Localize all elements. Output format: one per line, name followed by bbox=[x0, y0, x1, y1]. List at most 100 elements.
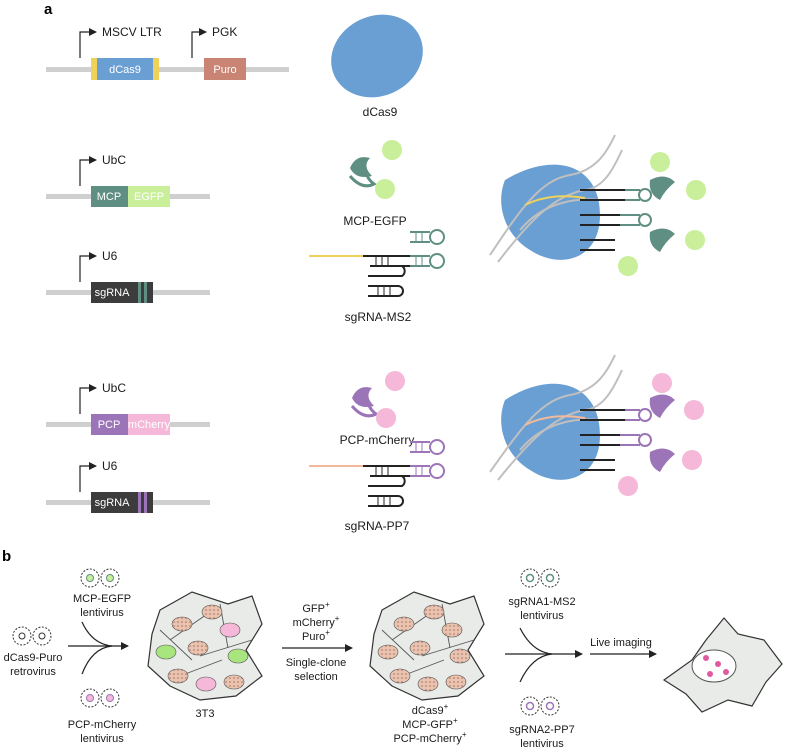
marker-puro-text: Puro bbox=[302, 631, 325, 643]
egfp-sphere bbox=[685, 230, 705, 250]
virus-dcas9-puro bbox=[12, 626, 52, 646]
cell-nucleus bbox=[219, 622, 241, 638]
egfp-box bbox=[128, 186, 170, 207]
egfp-box-label: EGFP bbox=[134, 191, 164, 203]
mcherry-sphere bbox=[684, 400, 704, 420]
sgrna-box bbox=[91, 492, 153, 513]
superscript: + bbox=[325, 628, 330, 637]
spacer-in-complex bbox=[524, 195, 586, 206]
cell-nucleus bbox=[187, 640, 209, 656]
cell-nucleus bbox=[417, 676, 439, 692]
scaffold-in-complex bbox=[580, 409, 625, 471]
virus-core-icon bbox=[86, 694, 94, 702]
dcas9-protein-label: dCas9 bbox=[363, 105, 398, 119]
marker-puro: Puro+ bbox=[302, 628, 330, 643]
construct-sgrna-ms2: sgRNA U6 bbox=[46, 249, 210, 303]
marker-gfp-text: GFP bbox=[302, 603, 325, 615]
virus-core-icon bbox=[525, 573, 535, 583]
cell-nucleus bbox=[223, 674, 245, 690]
cell-cluster-selected bbox=[369, 591, 485, 701]
pcp-bound bbox=[649, 394, 675, 418]
panel-a-label: a bbox=[44, 1, 53, 18]
puro-box bbox=[204, 58, 246, 80]
result-line-1: dCas9+ bbox=[412, 702, 449, 717]
virus-core-icon bbox=[38, 632, 46, 640]
construct-mcp-egfp: MCP EGFP UbC bbox=[46, 153, 210, 207]
mcherry-box-label: mCherry bbox=[128, 419, 171, 431]
cell-line-label: 3T3 bbox=[196, 708, 215, 720]
cell-nucleus bbox=[195, 676, 217, 692]
mcherry-sphere bbox=[682, 450, 702, 470]
result-line-3: PCP-mCherry+ bbox=[393, 730, 466, 745]
construct-dcas9: dCas9 Puro MSCV LTR PGK bbox=[46, 25, 289, 80]
promoter-mscv-label: MSCV LTR bbox=[102, 25, 162, 39]
pp7-stripe bbox=[138, 492, 141, 513]
insulator-left bbox=[91, 58, 97, 80]
mcherry-sphere bbox=[376, 408, 396, 428]
dcas9-virus-type: retrovirus bbox=[10, 666, 56, 678]
superscript: + bbox=[444, 702, 449, 711]
sgrna-pp7-label: sgRNA-PP7 bbox=[345, 519, 410, 533]
result-line-2: MCP-GFP+ bbox=[402, 716, 458, 731]
pcp-virus-type: lentivirus bbox=[80, 733, 124, 745]
superscript: + bbox=[335, 614, 340, 623]
cell-nucleus bbox=[423, 604, 445, 620]
pp7-hairpins-complex bbox=[620, 408, 652, 447]
pcp-virus-name: PCP-mCherry bbox=[68, 719, 137, 731]
construct-pcp-mcherry: PCP mCherry UbC bbox=[46, 381, 210, 435]
pcp-dimer-top bbox=[352, 387, 374, 407]
marker-gfp: GFP+ bbox=[302, 600, 330, 615]
mcp-dimer-top bbox=[350, 157, 372, 177]
virus-core-icon bbox=[545, 701, 555, 711]
marker-mcherry-text: mCherry bbox=[293, 617, 336, 629]
sgrna-box bbox=[91, 282, 153, 303]
cell-nucleus bbox=[227, 648, 249, 664]
virus-icon bbox=[12, 626, 32, 646]
promoter-arrow-mscv bbox=[79, 28, 97, 58]
egfp-sphere bbox=[686, 180, 706, 200]
selection-step-line2: selection bbox=[294, 671, 337, 683]
promoter-arrow-u6 bbox=[79, 252, 97, 282]
dcas9-virus-name: dCas9-Puro bbox=[4, 652, 63, 664]
virus-core-icon bbox=[525, 701, 535, 711]
cell-nucleus bbox=[201, 604, 223, 620]
mcp-box bbox=[91, 186, 128, 207]
dna-line bbox=[46, 67, 289, 72]
pcp-bound bbox=[649, 448, 675, 472]
locus-spot bbox=[703, 655, 709, 661]
sgrna-scaffold bbox=[363, 255, 410, 297]
pcp-mcherry-protein bbox=[350, 371, 405, 428]
cell-nucleus bbox=[377, 644, 399, 660]
marker-mcherry: mCherry+ bbox=[293, 614, 340, 629]
result-dcas9: dCas9 bbox=[412, 705, 444, 717]
sgrna2-virus-type: lentivirus bbox=[520, 738, 564, 750]
result-pcp-mcherry: PCP-mCherry bbox=[393, 733, 462, 745]
egfp-sphere bbox=[375, 179, 395, 199]
virus-pcp-mcherry bbox=[80, 688, 120, 708]
pp7-stripe bbox=[144, 492, 147, 513]
cell-nucleus bbox=[155, 644, 177, 660]
egfp-sphere bbox=[650, 152, 670, 172]
cell-nucleus bbox=[449, 648, 471, 664]
superscript: + bbox=[453, 716, 458, 725]
mcherry-sphere bbox=[652, 373, 672, 393]
promoter-u6-label: U6 bbox=[102, 249, 118, 263]
pcp-box-label: PCP bbox=[98, 419, 121, 431]
promoter-pgk-label: PGK bbox=[212, 25, 237, 39]
mcp-egfp-protein bbox=[348, 140, 402, 199]
promoter-arrow-u6 bbox=[79, 462, 97, 492]
dcas9-protein bbox=[331, 14, 423, 98]
panel-b-label: b bbox=[2, 548, 11, 565]
cell-nucleus bbox=[441, 622, 463, 638]
superscript: + bbox=[325, 600, 330, 609]
sgrna-scaffold bbox=[363, 465, 410, 507]
cell-cluster-3t3 bbox=[147, 591, 263, 701]
spacer-in-complex bbox=[524, 415, 586, 426]
merge-arrow-1 bbox=[68, 621, 129, 675]
pp7-hairpins bbox=[410, 439, 445, 479]
cell-nucleus bbox=[393, 616, 415, 632]
promoter-ubc-label: UbC bbox=[102, 381, 126, 395]
imaged-nucleus bbox=[691, 649, 737, 683]
locus-spot bbox=[715, 661, 721, 667]
sgrna-ms2-structure bbox=[309, 229, 445, 297]
